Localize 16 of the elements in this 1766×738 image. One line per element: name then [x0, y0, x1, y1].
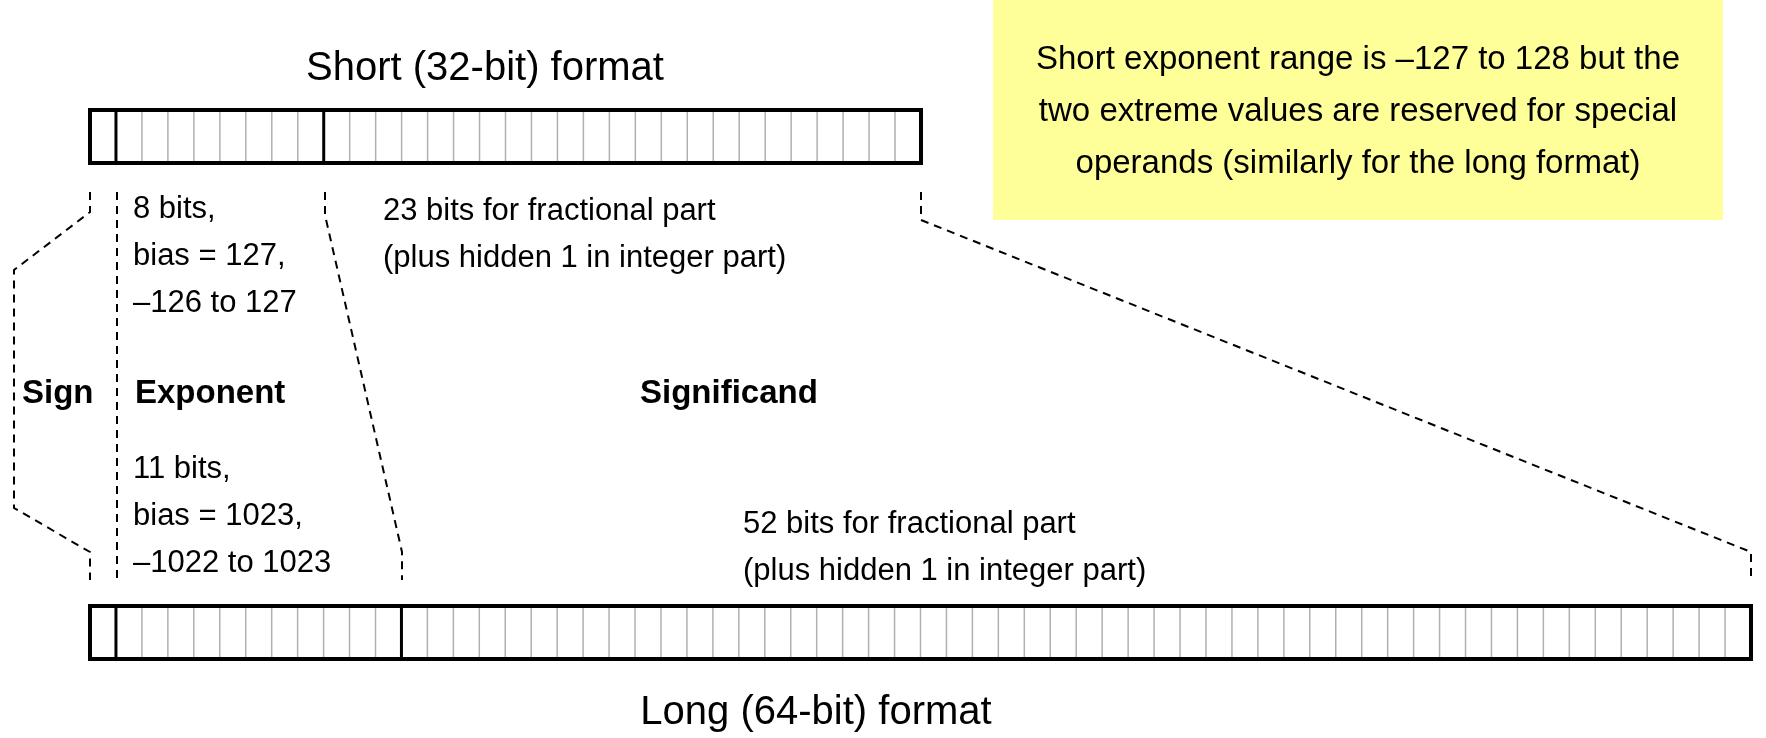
- field-note: 11 bits,: [133, 449, 231, 487]
- field-note: 8 bits,: [133, 189, 216, 227]
- field-name: Sign: [22, 372, 94, 412]
- format-title: Long (64-bit) format: [640, 687, 992, 734]
- field-note: 23 bits for fractional part: [383, 191, 716, 229]
- field-note: (plus hidden 1 in integer part): [743, 551, 1147, 589]
- field-note: –1022 to 1023: [133, 543, 332, 581]
- field-note: bias = 1023,: [133, 496, 303, 534]
- note-box: Short exponent range is –127 to 128 but the two extreme values are reserved for special operands (similarly for the long format): [993, 0, 1723, 220]
- field-name: Significand: [640, 372, 818, 412]
- field-note: –126 to 127: [133, 283, 297, 321]
- field-note: 52 bits for fractional part: [743, 504, 1076, 542]
- format-title: Short (32-bit) format: [306, 43, 664, 90]
- field-note: bias = 127,: [133, 236, 286, 274]
- field-name: Exponent: [135, 372, 286, 412]
- field-note: (plus hidden 1 in integer part): [383, 238, 787, 276]
